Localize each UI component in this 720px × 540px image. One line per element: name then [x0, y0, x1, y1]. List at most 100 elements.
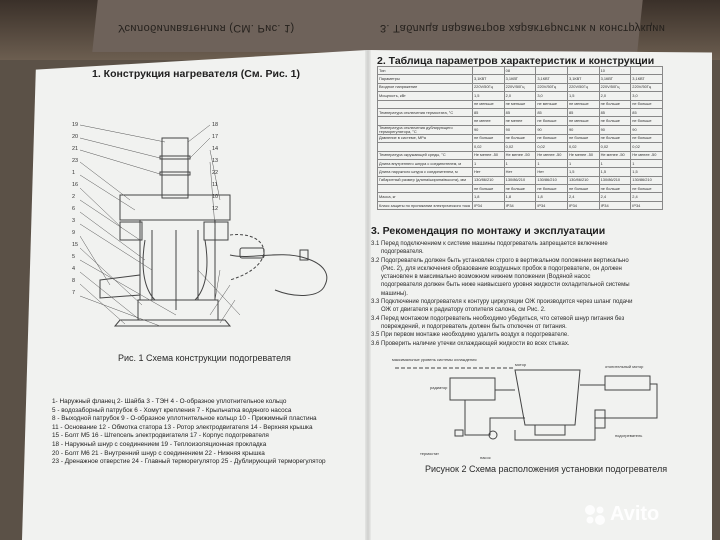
table-cell: IP34: [503, 200, 537, 211]
heater-construction-figure: [80, 124, 328, 327]
table-cell: 1,8: [535, 192, 568, 202]
table-cell: не больше: [566, 184, 600, 194]
legend-line: 5 - водозаборный патрубок 6 - Хомут креп…: [52, 406, 292, 414]
table-cell: не больше: [535, 116, 568, 126]
legend-line: 15 - Болт М5 16 - Штепсель электродвигат…: [52, 432, 269, 440]
table-cell: 90: [503, 124, 537, 135]
table-cell: 130/86/210: [503, 175, 537, 186]
table-cell: 130/86/210: [598, 175, 632, 186]
table-cell: не меньше: [472, 99, 505, 109]
recommendation-line: 3.2 Подогреватель должен быть установлен…: [371, 257, 629, 264]
table-cell: [377, 99, 473, 109]
table-cell: не больше: [535, 133, 568, 144]
callout-number: 1: [72, 170, 76, 176]
table-header-cell: Тип: [377, 65, 473, 76]
table-cell: не больше: [535, 184, 568, 194]
recommendation-line: 3.4 Перед монтажом подогреватель необход…: [371, 315, 625, 322]
table-cell: 3,0: [630, 91, 663, 101]
table-cell: не больше: [598, 133, 632, 144]
table-cell: 220V/50Гц: [630, 82, 663, 93]
recommendation-line: 3.1 Перед подключением к системе машины …: [371, 241, 608, 247]
section-3-heading: 3. Рекомендация по монтажу и эксплуатаци…: [371, 225, 606, 237]
table-cell: Не менее -50: [472, 150, 505, 160]
table-cell: не менее: [472, 116, 505, 126]
callout-number: 20: [72, 134, 79, 140]
table-cell: не больше: [566, 133, 600, 144]
recommendation-line: подогревателя должен быть ниже наивысшег…: [381, 282, 630, 289]
table-cell: не больше: [630, 133, 663, 144]
callout-number: 16: [72, 182, 79, 188]
fig2-radiator-label: радиатор: [430, 385, 448, 390]
table-cell: не больше: [472, 133, 505, 144]
table-cell: не меньше: [535, 99, 568, 109]
table-cell: 3,1КВТ: [535, 74, 568, 84]
recommendation-line: установлен в максимально возможном нижне…: [381, 274, 591, 281]
table-cell: не больше: [598, 116, 632, 126]
table-cell: 1: [630, 158, 663, 169]
table-cell: Габаритный размер (длина/ширина/высота),…: [377, 175, 473, 186]
table-header-row: Тип 08 10: [377, 65, 663, 76]
table-header-cell: [535, 65, 568, 76]
table-cell: 2,4: [630, 192, 663, 202]
table-cell: 1,5: [566, 167, 600, 177]
fig2-pump-label: насос: [480, 455, 491, 460]
table-cell: 1,5: [630, 167, 663, 177]
table-cell: не меньше: [566, 116, 600, 126]
table-header-cell: [566, 65, 600, 76]
table-cell: 0,02: [630, 142, 663, 152]
table-cell: 130/86/210: [566, 175, 600, 186]
legend-line: 20 - Болт М6 21 - Внутренний шнур с соед…: [52, 449, 265, 457]
table-cell: 0,02: [503, 142, 537, 152]
callout-number: 2: [72, 194, 76, 200]
table-cell: 85: [472, 107, 505, 118]
table-cell: Температура окружающей среды, °С: [377, 150, 473, 160]
table-row: Температура отключения дублирующего терм…: [377, 124, 663, 135]
table-cell: Мощность, кВт: [377, 91, 473, 101]
callout-number: 4: [72, 266, 76, 272]
table-cell: 2,4: [566, 192, 600, 202]
callout-number: 3: [72, 218, 76, 224]
table-cell: IP34: [598, 200, 632, 211]
table-cell: Не менее -50: [598, 150, 632, 160]
table-cell: 130/86/210: [472, 175, 505, 186]
table-cell: 3,1КВТ: [566, 74, 600, 84]
table-cell: 2,0: [503, 91, 537, 101]
table-cell: не больше: [598, 99, 632, 109]
table-cell: 0,02: [472, 142, 505, 152]
table-cell: 220V/50Гц: [472, 82, 505, 93]
table-cell: 3,1КВТ: [630, 74, 663, 84]
table-cell: не больше: [503, 184, 537, 194]
table-cell: Длина наружного шнура с соединителем, м: [377, 167, 473, 177]
callout-number: 22: [212, 170, 219, 176]
table-header-cell: 08: [503, 65, 537, 76]
table-cell: Входное напряжение: [377, 82, 473, 93]
avito-logo-icon: [585, 505, 605, 525]
table-cell: 85: [630, 107, 663, 118]
table-cell: Нет: [535, 167, 568, 177]
recommendation-line: (Рис. 2), для исключения образование воз…: [381, 265, 622, 272]
table-cell: не больше: [630, 116, 663, 126]
table-cell: 0,02: [566, 142, 600, 152]
table-cell: 90: [630, 124, 663, 135]
table-cell: 90: [598, 124, 632, 135]
recommendations-list: 3.1 Перед подключением к системе машины …: [371, 240, 671, 348]
table-cell: не больше: [630, 184, 663, 194]
table-cell: [377, 116, 473, 126]
callout-number: 13: [212, 158, 219, 164]
table-cell: 1,5: [566, 91, 600, 101]
table-cell: не больше: [630, 99, 663, 109]
callout-number: 5: [72, 254, 76, 260]
callout-number: 10: [212, 194, 219, 200]
table-header-cell: 10: [598, 65, 632, 76]
table-cell: 85: [598, 107, 632, 118]
table-cell: не больше: [503, 133, 537, 144]
table-row: Класс защиты по проникании электрическог…: [377, 200, 663, 211]
table-cell: 90: [535, 124, 568, 135]
table-cell: 220V/50Гц: [566, 82, 600, 93]
